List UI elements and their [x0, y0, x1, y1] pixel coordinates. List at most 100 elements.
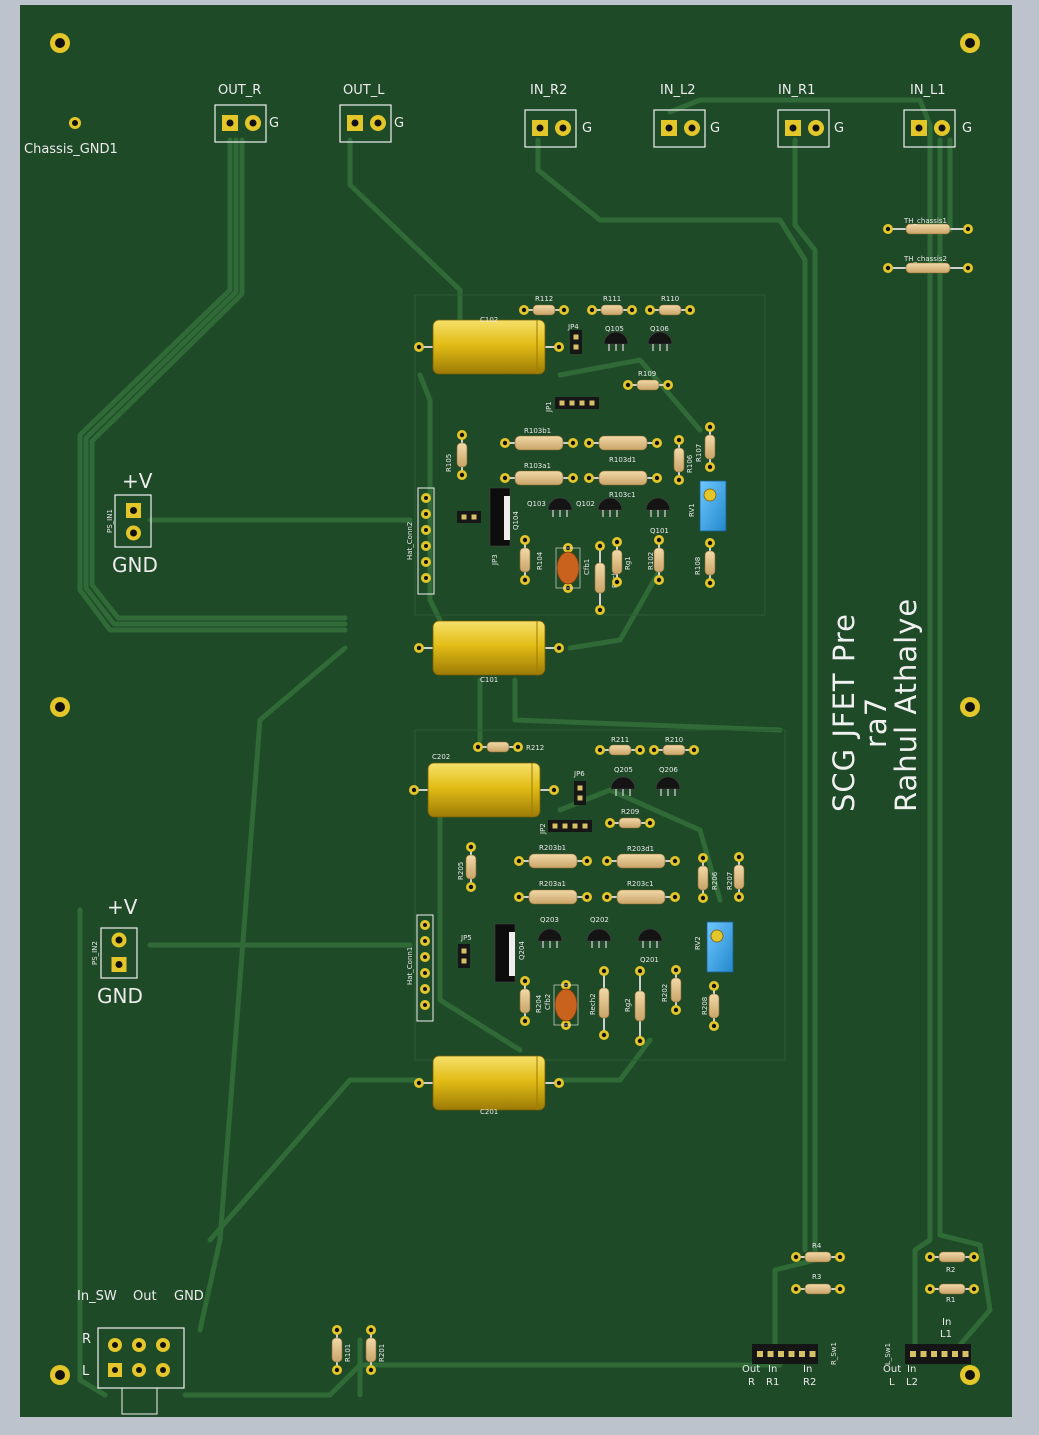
resistor-r4: R4 — [791, 1242, 845, 1263]
label-rg1: Rg1 — [624, 556, 632, 570]
label-r204: R204 — [535, 994, 543, 1013]
resistor-r3: R3 — [791, 1273, 845, 1295]
label-sw-gnd: GND — [174, 1289, 204, 1304]
label-g-out-r: G — [269, 116, 279, 131]
label-g-in-r1: G — [834, 121, 844, 136]
resistor-r210: R210 — [649, 736, 699, 756]
trimmer-rv2: RV2 — [694, 921, 734, 973]
resistor-r104: R104 — [519, 535, 544, 585]
resistor-r103d1: R103d1 — [584, 435, 662, 464]
label-r112: R112 — [535, 295, 553, 303]
label-r208: R208 — [701, 997, 709, 1015]
label-cfb2: Cfb2 — [544, 994, 552, 1010]
jumper-jp5: JP5 — [458, 934, 472, 968]
title-line-2: ra7 — [859, 697, 893, 748]
label-in-l2-top: In — [907, 1364, 916, 1375]
courtyards — [414, 294, 786, 1061]
capacitor-c101: C101 — [414, 620, 564, 684]
terminal-in-l1 — [903, 109, 956, 148]
label-in-sw: In_SW — [77, 1289, 117, 1304]
mounting-holes — [50, 33, 980, 1385]
resistor-rg1: Rg1 — [611, 537, 632, 587]
capacitor-cfb1: Cfb1 — [555, 543, 591, 593]
label-c201: C201 — [480, 1108, 498, 1116]
label-r201: R201 — [378, 1344, 386, 1362]
transistor-q202: Q202 — [586, 916, 612, 948]
resistor-th_chassis1 — [883, 223, 973, 235]
terminal-in-l2 — [653, 109, 706, 148]
label-hat-conn2: Hat_Conn2 — [406, 522, 414, 560]
label-q203: Q203 — [540, 916, 559, 924]
label-sw-out: Out — [133, 1289, 157, 1304]
label-q104: Q104 — [512, 511, 520, 530]
capacitor-cfb2: Cfb2 — [544, 980, 579, 1030]
resistor-rech2: Rech2 — [589, 966, 610, 1040]
label-in-l1-top: In — [942, 1317, 951, 1328]
label-out-l: OUT_L — [343, 83, 385, 98]
label-r203d1: R203d1 — [627, 845, 654, 853]
resistor-rech1: Rech1 — [594, 541, 619, 615]
label-in-l1-bot: L1 — [940, 1329, 952, 1340]
capacitor-c201: C201 — [414, 1055, 564, 1116]
label-r103b1: R103b1 — [524, 427, 551, 435]
label-r111: R111 — [603, 295, 621, 303]
label-r209: R209 — [621, 808, 639, 816]
label-jp1: JP1 — [545, 401, 553, 413]
label-r102: R102 — [647, 552, 655, 570]
label-c102: C102 — [480, 316, 498, 324]
label-jp3: JP3 — [491, 554, 499, 566]
resistor-r103b1: R103b1 — [500, 427, 578, 451]
transistor-q103: Q103 — [527, 497, 573, 517]
label-jp4: JP4 — [567, 323, 579, 331]
label-rv1: RV1 — [688, 503, 696, 517]
connector-labels: OUT_R OUT_L IN_R2 IN_L2 IN_R1 IN_L1 G G … — [24, 83, 972, 1008]
hat-connector-2 — [416, 914, 434, 1022]
bottom-header-labels: R_Sw1 L_Sw1 Out R In R1 In R2 Out L In L… — [742, 1317, 952, 1388]
label-q103: Q103 — [527, 500, 546, 508]
label-sw-l: L — [82, 1364, 90, 1379]
label-cfb1: Cfb1 — [583, 559, 591, 575]
label-r1: R1 — [946, 1296, 955, 1304]
resistor-r211: R211 — [595, 736, 645, 756]
power-connector-2 — [100, 927, 138, 979]
label-gnd-1: GND — [112, 553, 158, 577]
resistor-r2: R2 — [925, 1251, 979, 1274]
label-rg2: Rg2 — [624, 998, 632, 1012]
resistor-r201: R201 — [365, 1325, 386, 1375]
pin-header-2 — [905, 1344, 971, 1364]
label-r4: R4 — [812, 1242, 822, 1250]
resistor-th_chassis2 — [883, 262, 973, 274]
label-jp6: JP6 — [573, 770, 585, 778]
resistor-r111: R111 — [587, 295, 637, 316]
top-connectors — [214, 104, 956, 148]
label-r101: R101 — [344, 1344, 352, 1362]
label-r103a1: R103a1 — [524, 462, 551, 470]
label-q205: Q205 — [614, 766, 633, 774]
label-out-r: OUT_R — [218, 83, 261, 98]
label-q201: Q201 — [640, 956, 659, 964]
copper-traces — [77, 97, 993, 1398]
resistor-r207: R207 — [726, 852, 745, 902]
label-r105: R105 — [445, 454, 453, 472]
label-out-l-top: Out — [883, 1364, 901, 1375]
resistor-r208: R208 — [701, 981, 720, 1031]
resistor-r103c1: R103c1 — [584, 470, 662, 499]
label-r104: R104 — [536, 551, 544, 570]
bottom-headers — [752, 1344, 971, 1364]
label-r103d1: R103d1 — [609, 456, 636, 464]
label-rv2: RV2 — [694, 936, 702, 950]
label-r210: R210 — [665, 736, 683, 744]
resistor-r202: R202 — [661, 965, 682, 1015]
transistor-q201: Q201 — [637, 928, 663, 964]
transistor-q102: Q102 — [576, 497, 623, 517]
label-r205: R205 — [457, 862, 465, 880]
label-r203a1: R203a1 — [539, 880, 566, 888]
terminal-out-l — [339, 104, 392, 143]
label-in-r2-bot: R2 — [803, 1377, 816, 1388]
jumper-jp3: JP3 — [457, 511, 499, 566]
label-r203c1: R203c1 — [627, 880, 654, 888]
label-in-l2: IN_L2 — [660, 83, 696, 98]
label-r207: R207 — [726, 872, 734, 890]
